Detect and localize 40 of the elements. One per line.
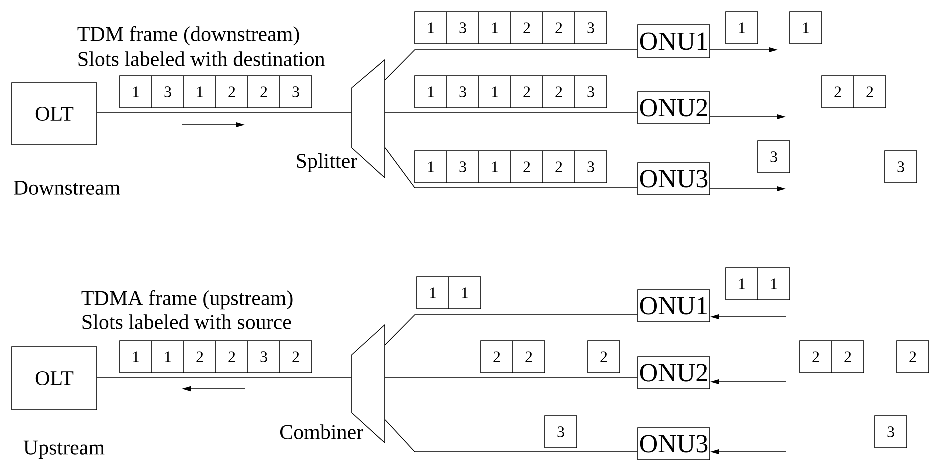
slot-frame: 1 3 1 2 2 3 bbox=[414, 12, 608, 44]
caption-text: TDMA frame (upstream) bbox=[82, 290, 293, 310]
slot-box: 1 bbox=[790, 12, 822, 44]
slot-frame: 2 2 bbox=[800, 340, 864, 374]
onu-box: ONU3 bbox=[638, 162, 710, 196]
caption-text: Downstream bbox=[14, 181, 120, 195]
caption-text: TDM frame (downstream) bbox=[78, 26, 300, 46]
slot-frame: 1 1 bbox=[416, 276, 482, 310]
connector-line bbox=[385, 112, 638, 114]
caption-text: Slots labeled with source bbox=[82, 314, 292, 330]
onu-box: ONU3 bbox=[638, 428, 710, 460]
slot-box: 3 bbox=[884, 150, 918, 184]
slot-box: 2 bbox=[588, 340, 620, 374]
slot-frame: 1 3 1 2 2 3 bbox=[414, 150, 608, 184]
slot-frame: 2 2 bbox=[480, 340, 546, 374]
slot-box: 1 bbox=[726, 12, 758, 44]
onu-box: ONU2 bbox=[638, 356, 710, 390]
connector-line bbox=[385, 420, 638, 452]
slot-frame: 1 3 1 2 2 3 bbox=[414, 76, 608, 108]
olt-box: OLT bbox=[12, 346, 98, 410]
slot-frame: 1 3 1 2 2 3 bbox=[120, 76, 312, 108]
component-label: Combiner bbox=[280, 424, 364, 440]
slot-frame: 1 1 bbox=[726, 268, 790, 300]
onu-box: ONU1 bbox=[638, 290, 710, 322]
slot-box: 3 bbox=[544, 416, 578, 448]
slot-frame: 2 2 bbox=[822, 76, 886, 108]
connector-line bbox=[385, 50, 638, 80]
connector-line bbox=[385, 314, 638, 346]
slot-frame: 1 1 2 2 3 2 bbox=[120, 340, 312, 374]
slot-box: 3 bbox=[758, 140, 790, 174]
slot-box: 3 bbox=[874, 416, 908, 448]
onu-box: ONU2 bbox=[638, 92, 710, 124]
slot-box: 2 bbox=[896, 340, 930, 374]
caption-text: Upstream bbox=[24, 440, 105, 460]
olt-box: OLT bbox=[12, 82, 98, 146]
component-label: Splitter bbox=[297, 153, 358, 173]
caption-text: Slots labeled with destination bbox=[78, 52, 325, 66]
onu-box: ONU1 bbox=[638, 24, 710, 58]
connector-line bbox=[385, 148, 638, 188]
connector-line bbox=[97, 112, 352, 114]
